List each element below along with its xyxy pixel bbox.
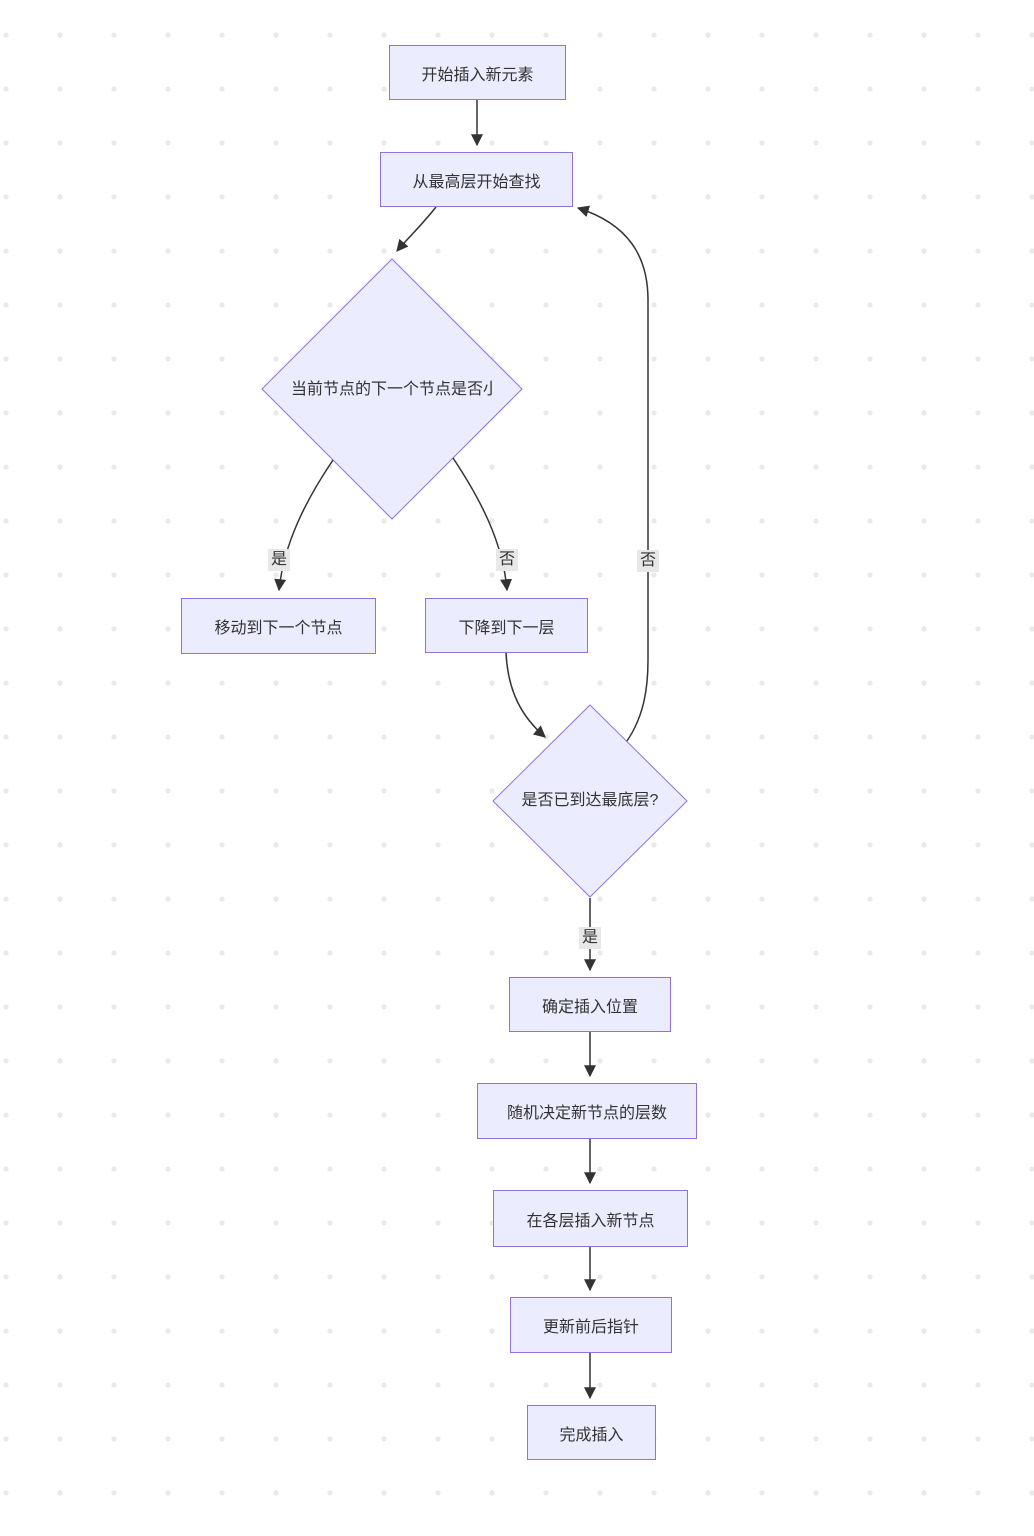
node-update-pointers: 更新前后指针 [510,1297,672,1353]
node-random-level: 随机决定新节点的层数 [477,1083,697,1139]
node-done-label: 完成插入 [559,1426,624,1444]
decision-next-smaller-diamond [261,258,523,520]
decision-next-smaller-label: 当前节点的下一个节点是否小 [291,381,494,398]
node-descend: 下降到下一层 [425,598,588,653]
node-update-pointers-label: 更新前后指针 [542,1319,639,1336]
node-start: 开始插入新元素 [389,45,566,100]
node-insert-levels-label: 在各层插入新节点 [526,1212,655,1230]
node-move-next-label: 移动到下一个节点 [214,620,343,637]
edge-descend-to-decision2 [505,652,546,738]
edge-search-to-decision1 [396,206,437,252]
edge-label-yes1: 是 [267,549,291,571]
node-random-level-label: 随机决定新节点的层数 [506,1105,667,1122]
node-determine-position-label: 确定插入位置 [541,998,638,1016]
edge-label-yes2: 是 [578,927,602,949]
edge-label-no1: 否 [495,549,519,571]
node-search-from-top-label: 从最高层开始查找 [412,173,541,191]
node-move-next: 移动到下一个节点 [181,598,376,654]
edge-label-no-loop: 否 [636,550,660,572]
node-search-from-top: 从最高层开始查找 [380,152,573,207]
node-descend-label: 下降到下一层 [458,619,555,637]
edge-decision2-no-loop-to-search [576,205,649,742]
edge-decision1-yes-to-move-next [274,459,334,592]
node-start-label: 开始插入新元素 [421,66,534,84]
decision-bottom-label: 是否已到达最底层? [521,792,659,809]
node-done: 完成插入 [527,1405,656,1460]
edge-decision1-no-to-descend [452,457,513,592]
decision-bottom-diamond [492,704,688,898]
node-determine-position: 确定插入位置 [509,977,671,1032]
node-insert-levels: 在各层插入新节点 [493,1190,688,1247]
